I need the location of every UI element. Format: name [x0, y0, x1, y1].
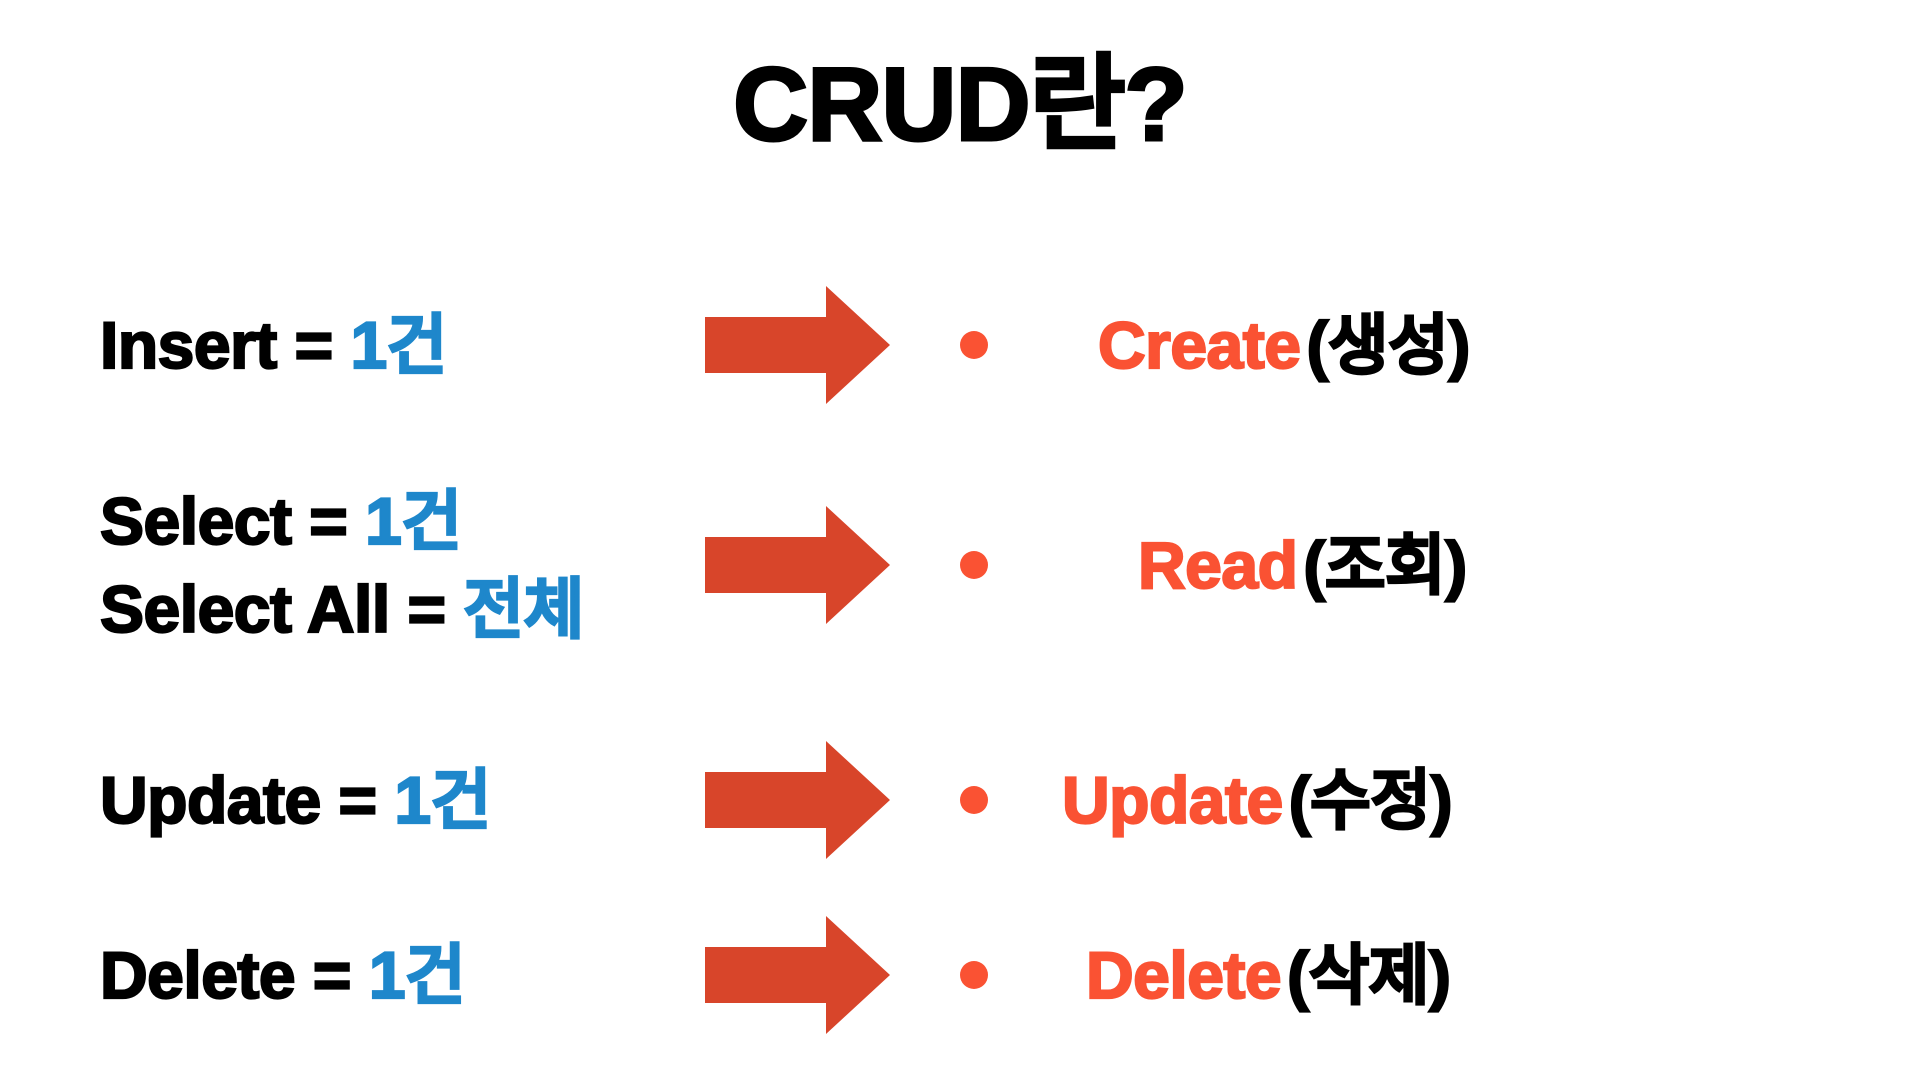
sql-operation-value: 전체 [462, 571, 585, 647]
sql-operation-value: 1건 [393, 762, 492, 838]
crud-term: Delete [1085, 937, 1283, 1012]
crud-row-create: Insert = 1건 Create(생성) [0, 250, 1920, 440]
sql-operation-label: Select = [99, 482, 366, 558]
sql-operations-delete: Delete = 1건 [99, 880, 700, 1070]
right-arrow-icon [705, 916, 890, 1034]
sql-operation-label: Update = [99, 762, 395, 838]
bullet-dot-icon [960, 786, 988, 814]
right-arrow-icon [705, 506, 890, 624]
crud-term: Read [1137, 527, 1299, 602]
sql-operation-value: 1건 [349, 307, 448, 383]
right-arrow-icon [705, 741, 890, 859]
crud-row-read: Select = 1건 Select All = 전체 Read(조회) [0, 440, 1920, 690]
sql-operations-update: Update = 1건 [99, 705, 700, 895]
crud-cell-create: Create(생성) [960, 250, 1860, 440]
sql-operation-line: Update = 1건 [99, 756, 700, 844]
crud-cell-update: Update(수정) [960, 705, 1860, 895]
sql-operation-line: Delete = 1건 [99, 931, 700, 1019]
bullet-dot-icon [960, 961, 988, 989]
arrow-cell-read [705, 440, 925, 690]
crud-gloss: (수정) [1288, 762, 1454, 837]
crud-label-read: Read(조회) [998, 527, 1469, 602]
bullet-dot-icon [960, 551, 988, 579]
crud-label-create: Create(생성) [998, 307, 1472, 382]
crud-gloss: (삭제) [1286, 937, 1452, 1012]
crud-label-update: Update(수정) [998, 762, 1454, 837]
sql-operations-create: Insert = 1건 [99, 250, 700, 440]
right-arrow-icon [705, 286, 890, 404]
crud-gloss: (조회) [1302, 527, 1468, 602]
sql-operation-label: Insert = [99, 307, 351, 383]
crud-term: Update [1061, 762, 1284, 837]
crud-cell-delete: Delete(삭제) [960, 880, 1860, 1070]
bullet-dot-icon [960, 331, 988, 359]
crud-row-delete: Delete = 1건 Delete(삭제) [0, 880, 1920, 1070]
crud-cell-read: Read(조회) [960, 440, 1860, 690]
page-title: CRUD란? [732, 46, 1190, 164]
arrow-cell-create [705, 250, 925, 440]
crud-label-delete: Delete(삭제) [998, 937, 1452, 1012]
sql-operation-line: Insert = 1건 [99, 301, 700, 389]
crud-term: Create [1097, 307, 1302, 382]
arrow-cell-update [705, 705, 925, 895]
crud-row-update: Update = 1건 Update(수정) [0, 705, 1920, 895]
crud-gloss: (생성) [1305, 307, 1471, 382]
sql-operation-line: Select = 1건 [99, 477, 700, 565]
sql-operation-value: 1건 [364, 482, 463, 558]
sql-operation-label: Delete = [99, 937, 369, 1013]
arrow-cell-delete [705, 880, 925, 1070]
sql-operation-line: Select All = 전체 [99, 565, 700, 653]
sql-operation-label: Select All = [99, 571, 464, 647]
crud-mapping-rows: Insert = 1건 Create(생성) Select = 1건 Selec… [0, 250, 1920, 1080]
sql-operation-value: 1건 [368, 937, 467, 1013]
sql-operations-read: Select = 1건 Select All = 전체 [99, 440, 700, 690]
